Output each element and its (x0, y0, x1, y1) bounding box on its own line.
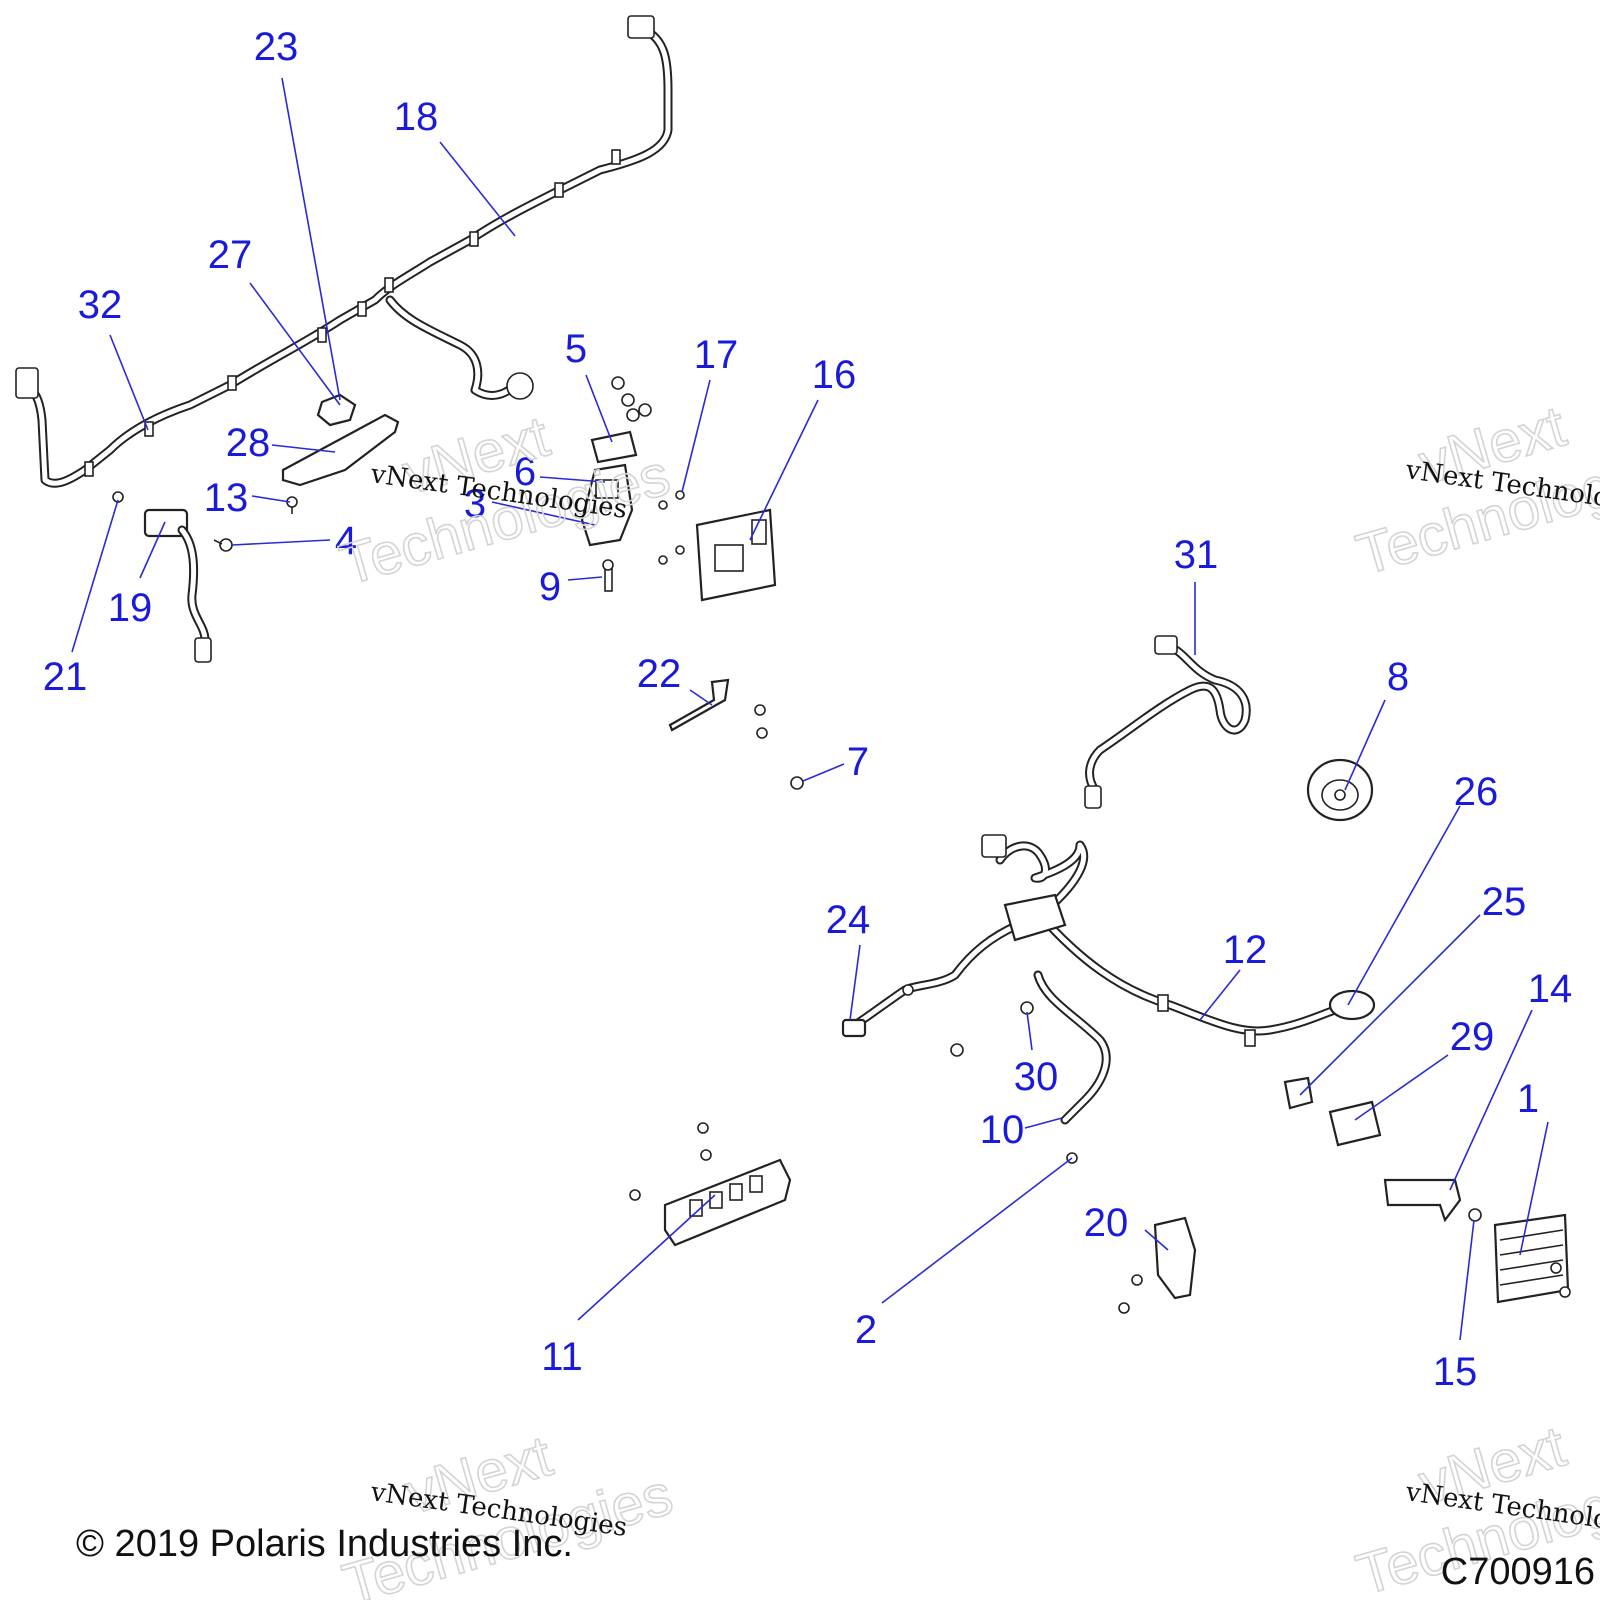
callout-12: 12 (1223, 928, 1268, 972)
callout-13: 13 (204, 476, 249, 520)
callout-14: 14 (1528, 967, 1573, 1011)
bracket-5 (590, 430, 638, 464)
callout-23: 23 (254, 25, 299, 69)
leader-23 (281, 77, 341, 401)
callout-20: 20 (1084, 1201, 1129, 1245)
leader-25 (1299, 914, 1481, 1096)
sensor-24 (841, 1018, 867, 1038)
leader-12 (1199, 969, 1241, 1021)
screw-13 (286, 496, 298, 514)
callout-16: 16 (812, 353, 857, 397)
callout-28: 28 (226, 421, 271, 465)
leader-8 (1344, 699, 1386, 791)
callout-6: 6 (514, 450, 536, 494)
leader-19 (139, 521, 166, 579)
callout-29: 29 (1450, 1015, 1495, 1059)
callout-24: 24 (826, 898, 871, 942)
regulator-1 (1493, 1213, 1571, 1304)
leader-16 (749, 399, 819, 541)
leader-28 (271, 444, 336, 453)
callout-9: 9 (539, 565, 561, 609)
callout-18: 18 (394, 95, 439, 139)
parts-artwork (15, 15, 1571, 1314)
switch-25 (1283, 1076, 1314, 1110)
callout-26: 26 (1454, 770, 1499, 814)
relay-29 (1328, 1100, 1382, 1147)
callout-4: 4 (335, 519, 357, 563)
copyright-notice: © 2019 Polaris Industries Inc. (76, 1523, 573, 1565)
callout-25: 25 (1482, 880, 1527, 924)
leader-21 (71, 499, 119, 653)
leader-18 (439, 141, 516, 237)
callout-1: 1 (1517, 1077, 1539, 1121)
fuse-block-11 (629, 1122, 792, 1247)
mounting-plate (281, 413, 400, 487)
screw-4 (213, 538, 233, 552)
callout-5: 5 (565, 327, 587, 371)
leader-5 (585, 374, 613, 443)
leader-1 (1519, 1121, 1549, 1256)
harness-31 (1084, 635, 1251, 809)
leader-6 (539, 476, 606, 483)
callout-2: 2 (855, 1308, 877, 1352)
leader-9 (567, 576, 603, 581)
leader-27 (249, 282, 341, 406)
screw-7 (790, 776, 804, 790)
callout-8: 8 (1387, 655, 1409, 699)
bracket-20 (1118, 1216, 1197, 1314)
leader-24 (849, 944, 861, 1021)
leader-20 (1144, 1229, 1169, 1251)
bracket-14 (1383, 1178, 1462, 1223)
callout-31: 31 (1174, 533, 1219, 577)
wire-harness-main (15, 15, 673, 488)
sensor-19 (143, 508, 212, 663)
leader-22 (689, 689, 713, 706)
callout-17: 17 (694, 333, 739, 377)
leader-3 (491, 501, 596, 526)
leader-11 (577, 1194, 716, 1321)
leader-2 (881, 1157, 1073, 1304)
callout-19: 19 (108, 586, 153, 630)
figure-id: C700916 (1441, 1551, 1595, 1593)
callout-30: 30 (1014, 1055, 1059, 1099)
callout-15: 15 (1433, 1350, 1478, 1394)
leader-26 (1347, 805, 1461, 1006)
leader-29 (1354, 1054, 1449, 1121)
callout-10: 10 (980, 1108, 1025, 1152)
callout-21: 21 (43, 655, 88, 699)
callout-22: 22 (637, 652, 682, 696)
leader-32 (109, 334, 149, 431)
leader-7 (802, 763, 845, 782)
watermarks: vNext Technologies vNext Technologies vN… (332, 393, 1600, 1600)
callout-27: 27 (208, 233, 253, 277)
leader-13 (251, 495, 291, 503)
leader-30 (1026, 1011, 1033, 1051)
ecu-16 (695, 508, 777, 602)
screw-15 (1468, 1208, 1482, 1222)
bolt-9 (602, 559, 614, 592)
leader-lines (71, 77, 1549, 1341)
grommet-8 (1306, 758, 1374, 822)
fitting (950, 1043, 964, 1057)
leader-15 (1459, 1219, 1475, 1341)
leader-17 (681, 379, 711, 493)
harness-clip (316, 393, 357, 427)
callout-labels: 1 2 3 4 5 6 7 8 9 10 11 12 13 14 15 16 1… (43, 25, 1573, 1394)
leader-4 (231, 539, 331, 546)
bracket-22 (668, 678, 768, 739)
leader-10 (1024, 1117, 1063, 1129)
harness-12 (850, 834, 1376, 1047)
ground-lead-10 (1033, 970, 1111, 1125)
callout-7: 7 (847, 740, 869, 784)
callout-32: 32 (78, 283, 123, 327)
callout-3: 3 (464, 482, 486, 526)
leader-14 (1449, 1009, 1533, 1191)
callout-11: 11 (541, 1335, 583, 1379)
